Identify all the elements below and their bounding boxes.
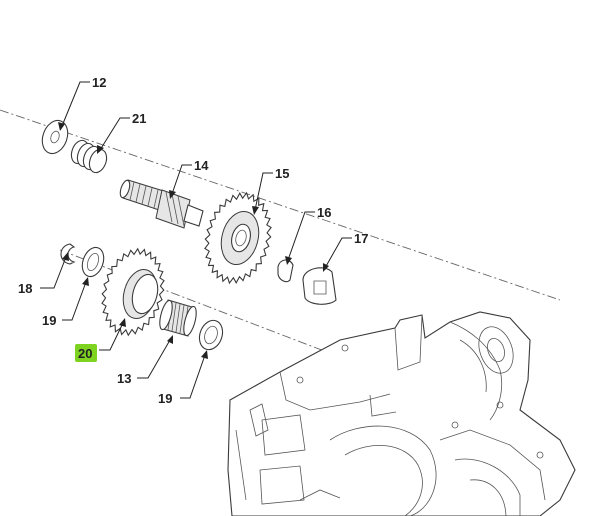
crankcase-housing <box>227 311 576 516</box>
callout-20[interactable]: 20 <box>78 346 92 361</box>
callout-14[interactable]: 14 <box>194 158 209 173</box>
callout-19-upper[interactable]: 19 <box>42 313 56 328</box>
part-17-tab-washer[interactable] <box>302 267 337 305</box>
callout-12[interactable]: 12 <box>92 75 106 90</box>
leader-lines <box>40 81 352 399</box>
callout-21[interactable]: 21 <box>132 111 146 126</box>
callout-17[interactable]: 17 <box>354 231 368 246</box>
part-19-washer-lower[interactable] <box>196 317 227 353</box>
callout-labels: 12 21 14 15 16 17 18 19 20 13 19 <box>18 75 368 406</box>
callout-18[interactable]: 18 <box>18 281 32 296</box>
callout-15[interactable]: 15 <box>275 166 289 181</box>
callout-19-lower[interactable]: 19 <box>158 391 172 406</box>
callout-20-highlight <box>75 344 97 362</box>
part-12-washer[interactable] <box>38 117 72 157</box>
callout-13[interactable]: 13 <box>117 371 131 386</box>
part-13-needle-bearing[interactable] <box>157 299 198 337</box>
part-21-spring[interactable] <box>68 138 109 175</box>
part-15-gear[interactable] <box>204 191 272 285</box>
part-20-gear[interactable] <box>101 247 165 337</box>
upper-assembly-axis <box>0 109 561 301</box>
lower-assembly-axis <box>59 249 401 381</box>
part-16-clip[interactable] <box>277 259 294 283</box>
part-14-shaft[interactable] <box>118 179 204 229</box>
callout-16[interactable]: 16 <box>317 205 331 220</box>
part-19-washer-upper[interactable] <box>78 244 107 279</box>
